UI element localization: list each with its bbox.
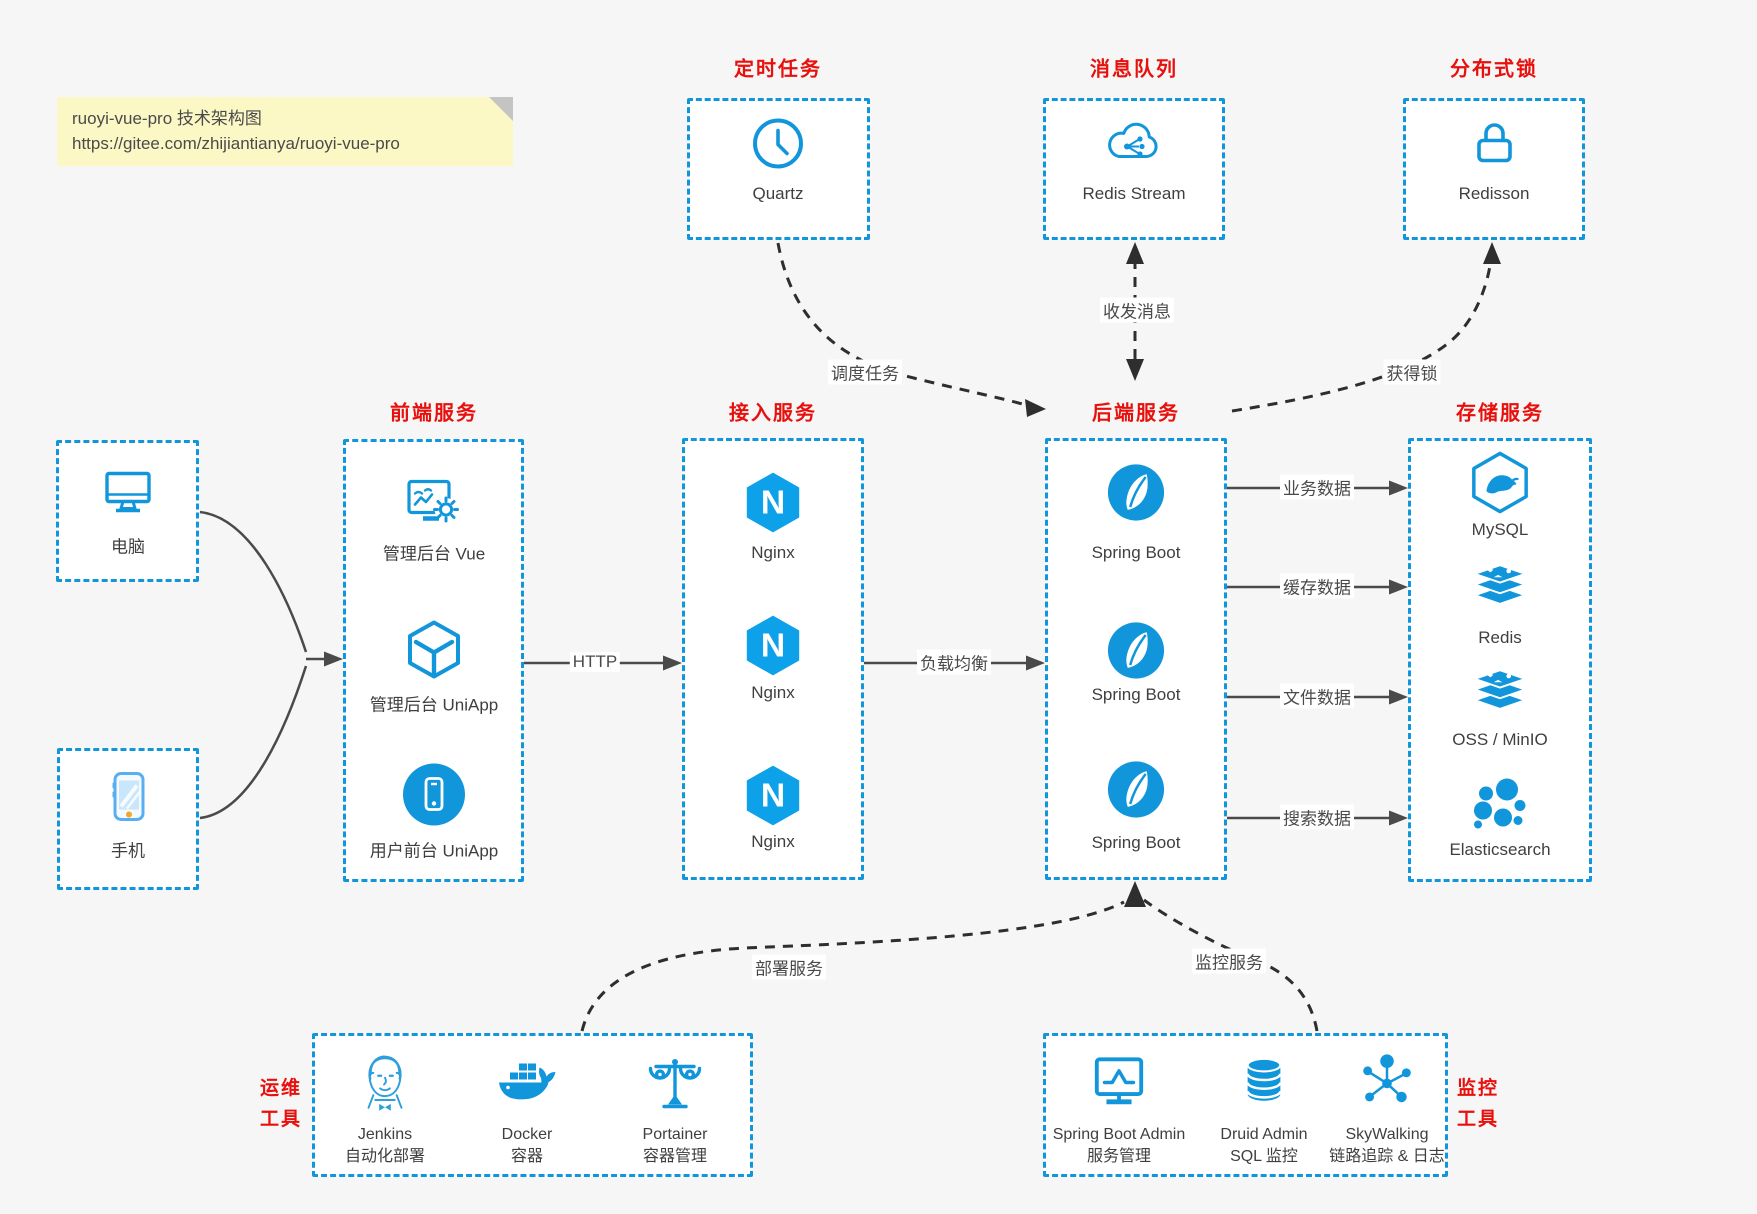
nginx-icon: N bbox=[744, 614, 802, 683]
desktop-icon bbox=[100, 465, 156, 520]
group-title-message-queue: 消息队列 bbox=[1090, 58, 1178, 81]
mysql-label: MySQL bbox=[1471, 520, 1529, 539]
edge-label-deploy: 部署服务 bbox=[752, 954, 826, 980]
column-title-gateway: 接入服务 bbox=[729, 402, 817, 425]
cloud-message-icon bbox=[1102, 115, 1166, 174]
nginx-label: Nginx bbox=[751, 832, 795, 851]
elasticsearch-icon bbox=[1469, 777, 1531, 838]
redis-stream-label: Redis Stream bbox=[1082, 184, 1186, 203]
mobile-client-label: 手机 bbox=[111, 841, 145, 861]
spring-icon bbox=[1106, 760, 1166, 825]
group-title-distributed-lock: 分布式锁 bbox=[1450, 58, 1538, 81]
redis-label: Redis bbox=[1478, 628, 1522, 647]
elasticsearch-label: Elasticsearch bbox=[1449, 840, 1551, 859]
mobile-icon bbox=[102, 769, 154, 830]
edge-label-search-data: 搜索数据 bbox=[1280, 804, 1354, 830]
monitor-pulse-icon bbox=[1090, 1054, 1148, 1115]
edge-label-monitor: 监控服务 bbox=[1192, 948, 1266, 974]
ops-item-label: Docker 容器 bbox=[501, 1126, 553, 1165]
pc-client-label: 电脑 bbox=[111, 537, 145, 557]
svg-text:N: N bbox=[761, 485, 785, 522]
svg-text:N: N bbox=[761, 628, 785, 665]
ops-tools-title: 运维 工具 bbox=[259, 1078, 303, 1130]
note-title: ruoyi-vue-pro 技术架构图 bbox=[72, 109, 262, 128]
redisson-box bbox=[1403, 98, 1585, 240]
admin-vue-icon bbox=[403, 477, 465, 532]
edge-label-file-data: 文件数据 bbox=[1280, 683, 1354, 709]
column-title-backend: 后端服务 bbox=[1092, 402, 1180, 425]
nginx-icon: N bbox=[744, 764, 802, 833]
nginx-icon: N bbox=[744, 471, 802, 540]
monitor-item-label: Druid Admin SQL 监控 bbox=[1220, 1126, 1308, 1165]
note-url: https://gitee.com/zhijiantianya/ruoyi-vu… bbox=[72, 134, 400, 153]
redis-stream-box bbox=[1043, 98, 1225, 240]
clock-icon bbox=[750, 116, 806, 177]
monitor-tools-title: 监控 工具 bbox=[1456, 1078, 1500, 1130]
monitor-item-label: SkyWalking 链路追踪 & 日志 bbox=[1329, 1126, 1445, 1165]
quartz-label: Quartz bbox=[752, 184, 804, 203]
sticky-note: ruoyi-vue-pro 技术架构图 https://gitee.com/zh… bbox=[57, 97, 513, 166]
spring-boot-label: Spring Boot bbox=[1091, 543, 1181, 562]
spring-icon bbox=[1106, 463, 1166, 528]
nginx-label: Nginx bbox=[751, 543, 795, 562]
oss-minio-label: OSS / MinIO bbox=[1452, 730, 1548, 749]
folded-corner-icon bbox=[489, 97, 513, 121]
lock-icon bbox=[1465, 115, 1523, 172]
frontend-item-label: 管理后台 UniApp bbox=[369, 695, 499, 715]
ops-item-label: Portainer 容器管理 bbox=[642, 1126, 708, 1165]
edge-label-cache-data: 缓存数据 bbox=[1280, 573, 1354, 599]
edge-label-load-balance: 负载均衡 bbox=[917, 649, 991, 675]
edge-label-messaging: 收发消息 bbox=[1100, 297, 1174, 323]
spring-icon bbox=[1106, 621, 1166, 686]
group-title-scheduled-tasks: 定时任务 bbox=[734, 58, 822, 81]
node-network-icon bbox=[1357, 1052, 1417, 1117]
nginx-label: Nginx bbox=[751, 683, 795, 702]
redisson-label: Redisson bbox=[1458, 184, 1530, 203]
database-icon bbox=[1235, 1056, 1293, 1113]
edge-label-schedule: 调度任务 bbox=[828, 359, 902, 385]
redis-stack-icon bbox=[1470, 668, 1530, 719]
uniapp-cube-icon bbox=[404, 620, 464, 685]
portainer-icon bbox=[645, 1055, 705, 1118]
mysql-icon bbox=[1469, 451, 1531, 520]
jenkins-icon bbox=[352, 1050, 418, 1125]
redis-stack-icon bbox=[1470, 563, 1530, 614]
column-title-frontend: 前端服务 bbox=[390, 402, 478, 425]
edge-label-http: HTTP bbox=[569, 652, 621, 672]
frontend-item-label: 管理后台 Vue bbox=[382, 544, 486, 564]
spring-boot-label: Spring Boot bbox=[1091, 685, 1181, 704]
docker-icon bbox=[496, 1059, 558, 1114]
spring-boot-label: Spring Boot bbox=[1091, 833, 1181, 852]
frontend-item-label: 用户前台 UniApp bbox=[369, 841, 499, 861]
monitor-tools-box bbox=[1043, 1033, 1448, 1177]
column-title-storage: 存储服务 bbox=[1456, 402, 1544, 425]
svg-text:N: N bbox=[761, 778, 785, 815]
ops-item-label: Jenkins 自动化部署 bbox=[344, 1126, 426, 1165]
user-app-icon bbox=[402, 763, 466, 832]
monitor-item-label: Spring Boot Admin 服务管理 bbox=[1052, 1126, 1186, 1165]
edge-label-lock: 获得锁 bbox=[1383, 359, 1441, 385]
edge-label-business-data: 业务数据 bbox=[1280, 474, 1354, 500]
